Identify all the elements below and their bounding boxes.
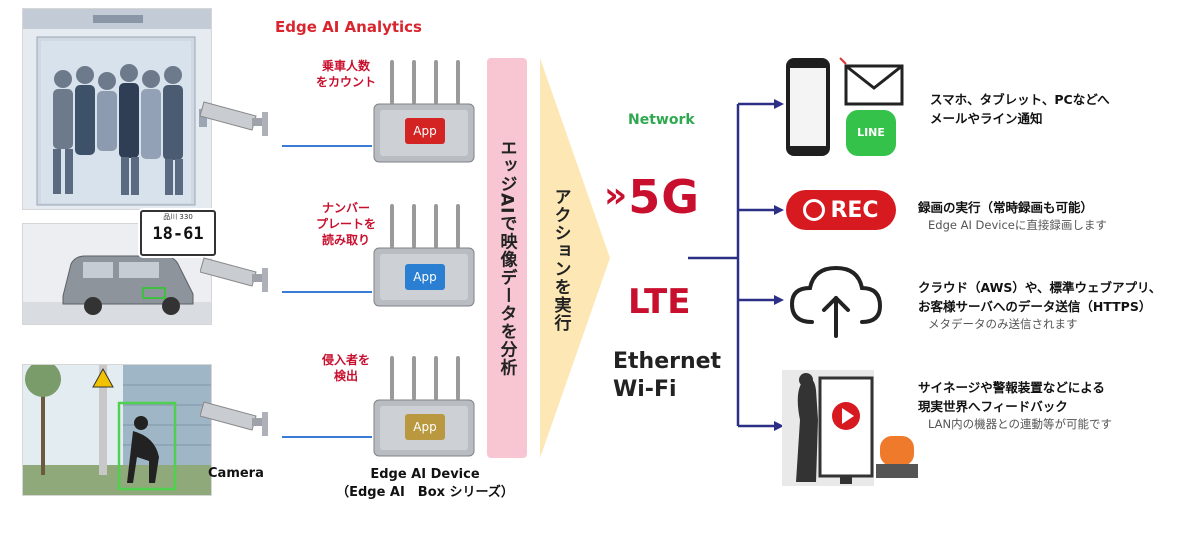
security-camera-icon-1 [200,101,268,136]
output-4-line: サイネージや警報装置などによる [918,380,1105,395]
output-4-sub: LAN内の機器との連動等が可能です [928,417,1113,431]
license-plate: 品川 330 18-61 [140,210,216,256]
device-2-label-line: ナンバー [321,201,370,215]
vehicle-illustration [23,224,211,324]
output-2-text: 録画の実行（常時録画も可能） Edge AI Deviceに直接録画します [918,198,1107,234]
device-3-label: 侵入者を 検出 [308,352,384,384]
device-caption-line2: （Edge AI Box シリーズ） [336,485,514,500]
action-band: アクションを実行 [544,160,578,360]
output-3-sub: メタデータのみ送信されます [928,317,1078,331]
device-2-label: ナンバー プレートを 読み取り [308,200,384,248]
action-arrow [540,58,610,458]
edge-device-2 [373,204,475,307]
output-2-sub: Edge AI Deviceに直接録画します [928,218,1107,232]
edge-device-1 [373,60,475,163]
wifi-text: Wi-Fi [613,377,677,402]
app-label: App [413,124,437,138]
device-2-label-line: 読み取り [321,233,370,247]
device-caption: Edge AI Device （Edge AI Box シリーズ） [330,466,520,502]
elevator-scene-panel [22,8,212,210]
security-camera-icon-3 [200,401,268,436]
device-1-label: 乗車人数 をカウント [308,58,384,90]
fiveg-text: 5G [628,170,701,224]
device-3-label-line: 検出 [333,369,358,383]
output-1-line: メールやライン通知 [930,111,1043,126]
elevator-illustration [23,9,211,209]
app-label: App [413,420,437,434]
line-app-label: LINE [857,126,885,139]
intruder-illustration [23,365,211,495]
app-badge-3: App [405,414,445,440]
device-1-label-line: 乗車人数 [321,59,370,73]
app-label: App [413,270,437,284]
output-3-line: お客様サーバへのデータ送信（HTTPS） [918,299,1152,314]
fiveg-label: »5G [604,170,700,224]
output-1-line: スマホ、タブレット、PCなどへ [930,92,1110,107]
ethernet-wifi-label: Ethernet Wi-Fi [613,348,721,404]
analysis-band: エッジAIで映像データを分析 [487,58,527,458]
rec-label: REC [830,197,879,223]
analysis-band-text: エッジAIで映像データを分析 [496,139,517,377]
edge-device-3 [373,356,475,457]
lte-label: LTE [628,282,691,322]
app-badge-1: App [405,118,445,144]
app-badge-2: App [405,264,445,290]
signage-alarm-icon [782,370,918,486]
security-camera-icon-2 [200,257,268,292]
output-1-text: スマホ、タブレット、PCなどへ メールやライン通知 [930,90,1110,128]
camera-caption: Camera [208,466,264,481]
cloud-upload-icon [789,265,883,338]
analytics-title: Edge AI Analytics [275,18,422,36]
smartphone-icon [786,57,904,156]
vehicle-scene-panel [22,223,212,325]
rec-badge: REC [786,190,896,230]
device-2-label-line: プレートを [315,217,376,231]
output-4-line: 現実世界へフィードバック [918,399,1068,414]
intruder-scene-panel [22,364,212,496]
action-band-text: アクションを実行 [550,188,571,332]
output-2-line: 録画の実行（常時録画も可能） [918,200,1094,215]
plate-number: 18-61 [152,224,204,244]
line-app-icon: LINE [846,110,896,156]
device-3-label-line: 侵入者を [321,353,370,367]
chevron-icon: » [604,175,629,216]
output-3-text: クラウド（AWS）や、標準ウェブアプリ、 お客様サーバへのデータ送信（HTTPS… [918,278,1161,333]
device-caption-line1: Edge AI Device [370,467,480,482]
network-title: Network [628,112,695,128]
rec-dot-icon [803,199,826,221]
output-4-text: サイネージや警報装置などによる 現実世界へフィードバック LAN内の機器との連動… [918,378,1112,433]
ethernet-text: Ethernet [613,349,722,374]
plate-top-text: 品川 330 [163,213,193,221]
output-3-line: クラウド（AWS）や、標準ウェブアプリ、 [918,280,1162,295]
device-1-label-line: をカウント [315,75,376,89]
